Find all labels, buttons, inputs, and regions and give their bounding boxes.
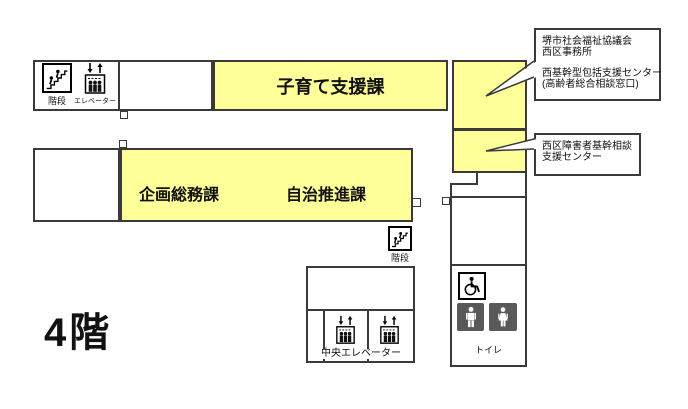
toilet-label: トイレ xyxy=(462,345,515,355)
callout-text: 西区障害者基幹相談 xyxy=(542,141,632,152)
elevator-icon xyxy=(335,314,356,345)
wall xyxy=(450,264,527,266)
stairs-label: 階段 xyxy=(384,253,416,263)
callout-text xyxy=(542,58,654,68)
room-label: 企画総務課 xyxy=(139,187,220,204)
wall xyxy=(367,309,369,363)
stairs-label: 階段 xyxy=(41,96,73,106)
room-label: 自治推進課 xyxy=(286,187,367,204)
mens-restroom-icon xyxy=(457,303,484,331)
door-marker xyxy=(119,140,127,148)
elevator-icon xyxy=(84,61,106,95)
callout-text: 堺市社会福祉協議会 xyxy=(542,36,632,47)
callout-text: (高齢者総合相談窓口) xyxy=(542,79,639,90)
elevator-icon xyxy=(379,314,400,345)
womens-restroom-icon xyxy=(489,303,517,331)
callout-text: 西区事務所 xyxy=(542,47,592,58)
elevator-label: エレベーター xyxy=(72,97,118,107)
room-kikaku-jichi: 企画総務課 自治推進課 xyxy=(120,148,413,222)
wall xyxy=(450,183,478,185)
door-marker xyxy=(442,197,450,205)
room-unlabeled-west xyxy=(33,148,120,222)
room-shogaisha-center xyxy=(452,129,527,173)
wall xyxy=(525,172,527,367)
wall xyxy=(450,183,452,367)
wall xyxy=(323,309,325,363)
callout-text: 西基幹型包括支援センター xyxy=(542,68,662,79)
wall xyxy=(450,365,527,367)
floor-label: 4階 xyxy=(44,311,113,355)
stairs-icon xyxy=(388,226,412,251)
wall xyxy=(450,196,527,198)
stairs-icon xyxy=(46,69,68,90)
room-kosodate-shien-ka: 子育て支援課 xyxy=(213,60,448,111)
stairs-icon xyxy=(42,63,72,93)
callout-text: 支援センター xyxy=(542,152,602,163)
wall xyxy=(118,60,120,111)
wheelchair-icon xyxy=(458,272,486,300)
room-label: 子育て支援課 xyxy=(276,76,385,97)
wall xyxy=(476,172,478,185)
callout-shakyo-office: 堺市社会福祉協議会 西区事務所 西基幹型包括支援センター (高齢者総合相談窓口) xyxy=(534,28,662,101)
door-marker xyxy=(120,111,128,119)
wall xyxy=(306,309,415,311)
callout-support-center: 西区障害者基幹相談 支援センター xyxy=(534,133,641,176)
room-shakyo-office xyxy=(452,60,527,130)
door-marker xyxy=(412,198,421,207)
central-elevator-label: 中央エレベーター xyxy=(311,349,411,359)
